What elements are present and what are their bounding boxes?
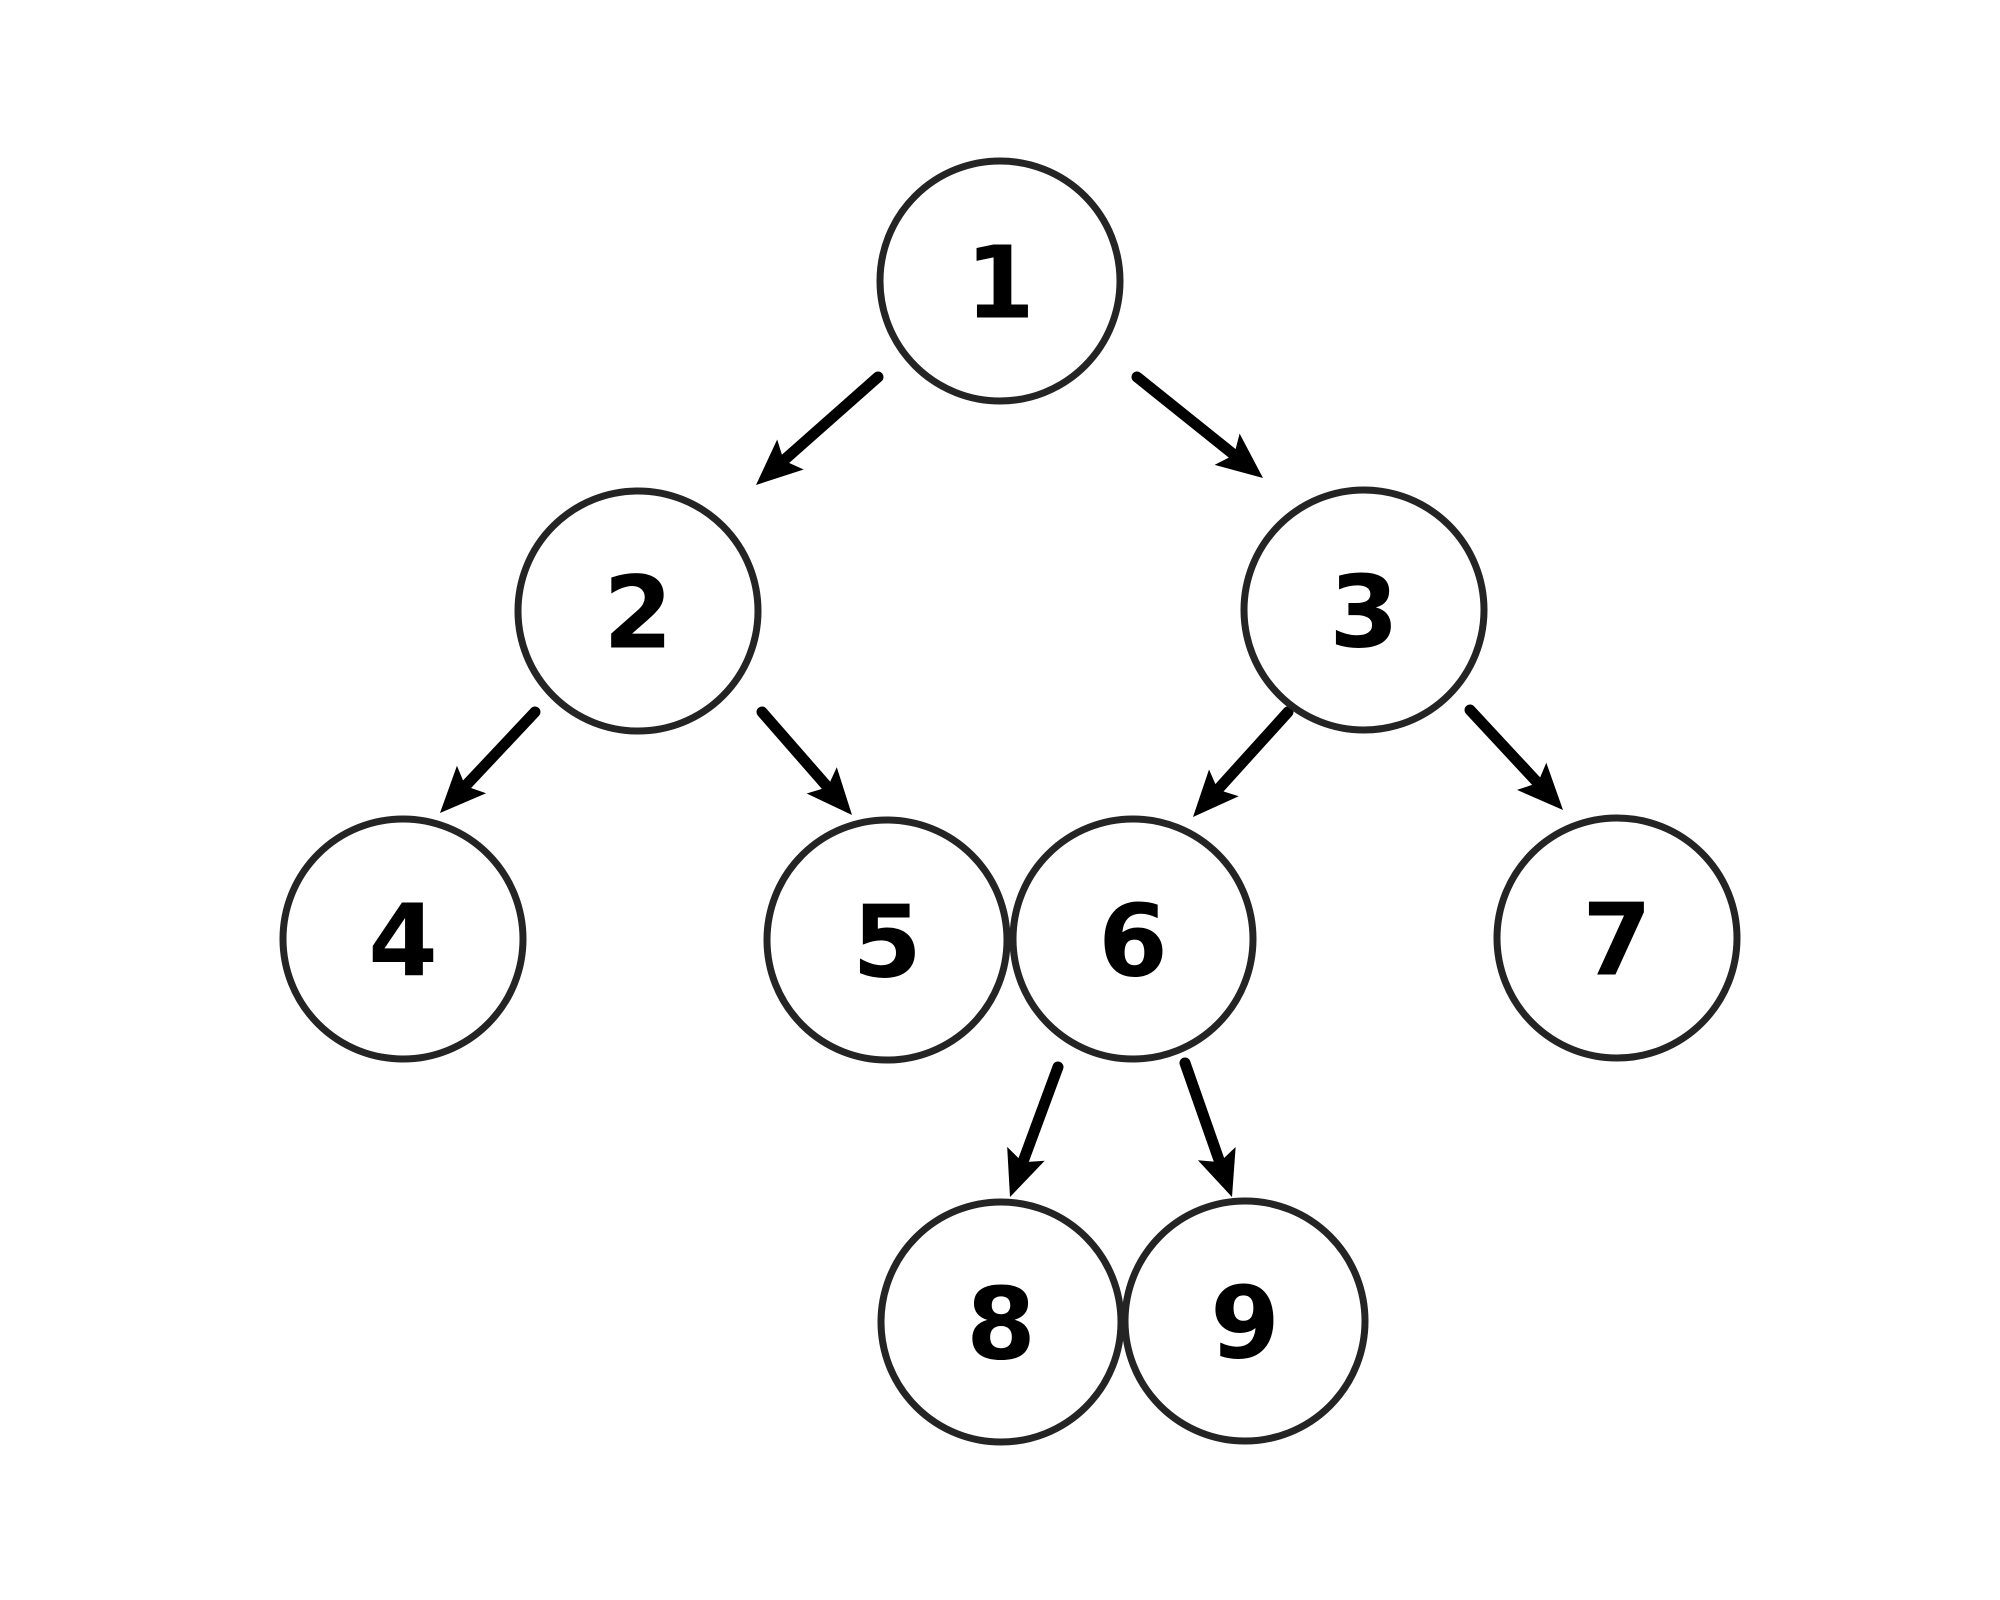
node-label: 9 — [1210, 1265, 1280, 1382]
tree-node-9: 9 — [1121, 1197, 1369, 1445]
node-circle — [1121, 1197, 1369, 1445]
edges-layer — [440, 371, 1563, 1197]
nodes-layer: 1 2 3 4 5 6 7 8 9 — [279, 157, 1741, 1446]
node-circle — [763, 816, 1011, 1064]
node-label: 4 — [368, 883, 438, 1000]
node-circle — [877, 1198, 1125, 1446]
tree-edge-2-5 — [756, 706, 852, 815]
edge-shaft — [1179, 1057, 1227, 1173]
edge-shaft — [774, 371, 884, 470]
node-circle — [514, 487, 762, 735]
tree-node-3: 3 — [1240, 486, 1488, 734]
node-label: 2 — [603, 555, 673, 672]
node-label: 3 — [1329, 554, 1399, 671]
edge-shaft — [1464, 704, 1547, 793]
tree-node-1: 1 — [876, 157, 1124, 405]
tree-edge-3-7 — [1464, 704, 1563, 810]
edge-shaft — [1131, 371, 1244, 464]
arrowhead-icon — [1007, 1146, 1045, 1197]
tree-edge-1-2 — [756, 371, 884, 485]
edge-shaft — [1015, 1061, 1064, 1173]
edge-shaft — [456, 706, 541, 796]
tree-node-6: 6 — [1009, 815, 1257, 1063]
tree-edge-1-3 — [1131, 371, 1263, 478]
tree-node-7: 7 — [1493, 814, 1741, 1062]
arrowhead-icon — [440, 765, 487, 813]
edge-shaft — [756, 706, 837, 797]
arrowhead-icon — [1214, 433, 1263, 478]
node-label: 7 — [1582, 882, 1652, 999]
arrowhead-icon — [806, 767, 852, 815]
arrowhead-icon — [1517, 762, 1563, 810]
node-label: 5 — [852, 884, 922, 1001]
edge-shaft — [1208, 706, 1294, 799]
tree-node-2: 2 — [514, 487, 762, 735]
node-circle — [279, 815, 527, 1063]
tree-node-5: 5 — [763, 816, 1011, 1064]
node-circle — [1240, 486, 1488, 734]
arrowhead-icon — [1197, 1146, 1236, 1197]
tree-node-4: 4 — [279, 815, 527, 1063]
node-circle — [1009, 815, 1257, 1063]
node-circle — [1493, 814, 1741, 1062]
arrowhead-icon — [1193, 769, 1239, 817]
node-label: 1 — [965, 225, 1035, 342]
tree-edge-3-6 — [1193, 706, 1294, 817]
tree-node-8: 8 — [877, 1198, 1125, 1446]
arrowhead-icon — [756, 439, 804, 485]
node-circle — [876, 157, 1124, 405]
tree-edge-6-9 — [1179, 1057, 1236, 1197]
tree-edge-6-8 — [1007, 1061, 1064, 1197]
tree-edge-2-4 — [440, 706, 541, 813]
node-label: 8 — [966, 1266, 1036, 1383]
node-label: 6 — [1098, 883, 1168, 1000]
